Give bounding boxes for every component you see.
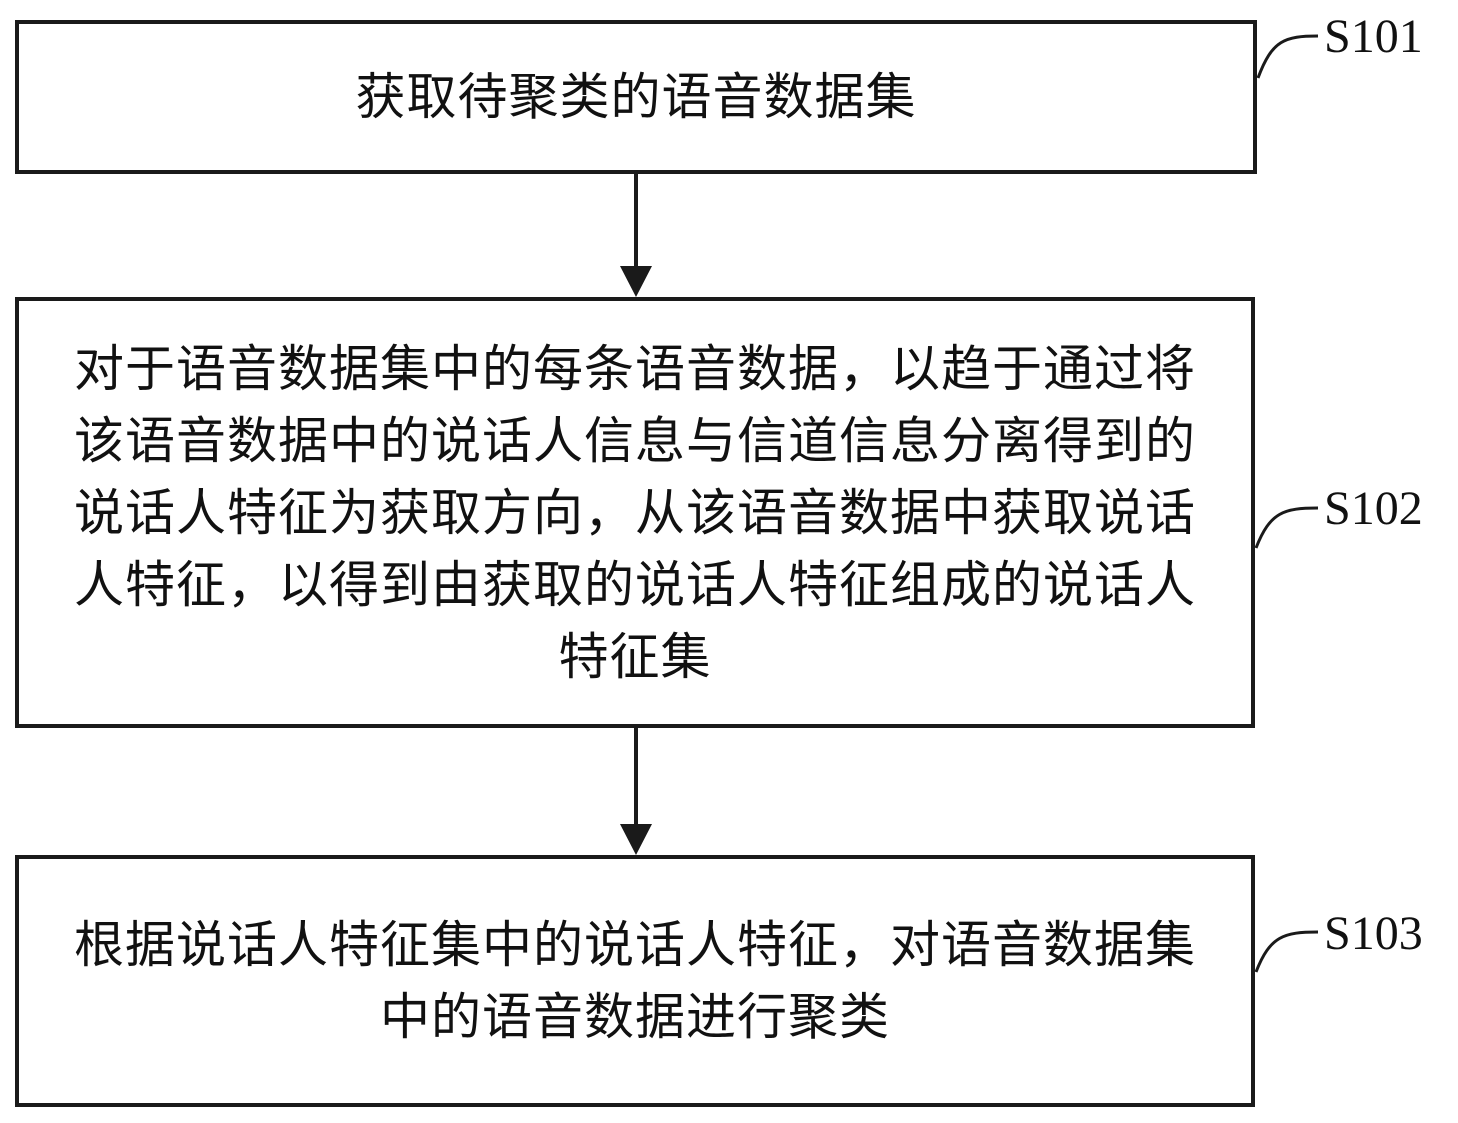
- arrow-s102-to-s103: [620, 728, 652, 855]
- leader-line-s101: [1256, 34, 1319, 79]
- step-label-s101: S101: [1324, 10, 1423, 63]
- step-box-s103: 根据说话人特征集中的说话人特征，对语音数据集中的语音数据进行聚类: [15, 855, 1255, 1107]
- leader-line-s102: [1254, 506, 1319, 549]
- step-label-s102: S102: [1324, 482, 1423, 535]
- step-label-s103: S103: [1324, 907, 1423, 960]
- arrow-s101-to-s102: [620, 174, 652, 297]
- step-text-s101: 获取待聚类的语音数据集: [355, 68, 917, 126]
- step-box-s102: 对于语音数据集中的每条语音数据，以趋于通过将该语音数据中的说话人信息与信道信息分…: [15, 297, 1255, 728]
- leader-line-s103: [1254, 930, 1319, 973]
- step-text-s103: 根据说话人特征集中的说话人特征，对语音数据集中的语音数据进行聚类: [74, 916, 1196, 1046]
- step-text-s102: 对于语音数据集中的每条语音数据，以趋于通过将该语音数据中的说话人信息与信道信息分…: [74, 339, 1196, 686]
- step-box-s101: 获取待聚类的语音数据集: [15, 20, 1257, 174]
